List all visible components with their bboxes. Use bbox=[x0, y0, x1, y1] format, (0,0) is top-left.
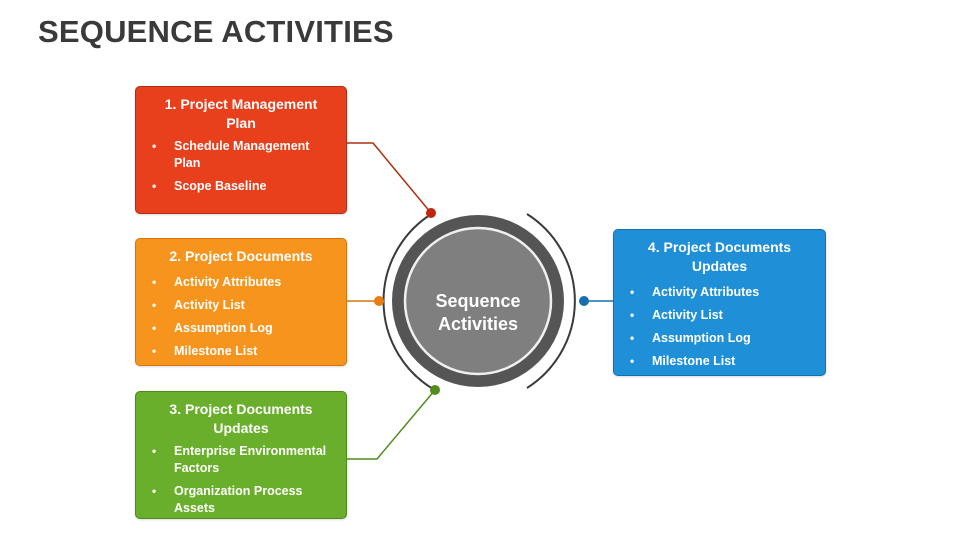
list-item: Activity Attributes bbox=[628, 284, 811, 301]
box-title: 3. Project Documents Updates bbox=[169, 401, 313, 436]
bullet-list: Activity Attributes Activity List Assump… bbox=[150, 274, 332, 360]
box-title: 2. Project Documents bbox=[169, 248, 313, 264]
bullet-list: Activity Attributes Activity List Assump… bbox=[628, 284, 811, 370]
connector-2-dot bbox=[374, 296, 384, 306]
list-item: Milestone List bbox=[628, 353, 811, 370]
center-circle-inner bbox=[403, 226, 553, 376]
list-item: Enterprise Environmental Factors bbox=[150, 443, 332, 477]
bullet-list: Schedule Management Plan Scope Baseline bbox=[150, 138, 332, 195]
list-item: Organization Process Assets bbox=[150, 483, 332, 517]
center-label-line2: Activities bbox=[437, 314, 519, 334]
center-label: Sequence Activities bbox=[408, 243, 548, 383]
box-project-documents-updates-output: 4. Project Documents Updates Activity At… bbox=[613, 229, 826, 376]
box-title: 1. Project Management Plan bbox=[164, 96, 318, 131]
connector-1-dot bbox=[426, 208, 436, 218]
connector-3-dot bbox=[430, 385, 440, 395]
box-project-documents-updates-input: 3. Project Documents Updates Enterprise … bbox=[135, 391, 347, 519]
list-item: Activity List bbox=[628, 307, 811, 324]
right-arc bbox=[526, 213, 576, 389]
box-title: 4. Project Documents Updates bbox=[647, 239, 792, 274]
list-item: Assumption Log bbox=[150, 320, 332, 337]
list-item: Schedule Management Plan bbox=[150, 138, 332, 172]
box-project-documents: 2. Project Documents Activity Attributes… bbox=[135, 238, 347, 366]
connector-1 bbox=[347, 142, 432, 214]
list-item: Activity Attributes bbox=[150, 274, 332, 291]
center-label-line1: Sequence bbox=[435, 291, 521, 311]
list-item: Activity List bbox=[150, 297, 332, 314]
bullet-list: Enterprise Environmental Factors Organiz… bbox=[150, 443, 332, 517]
page-title: SEQUENCE ACTIVITIES bbox=[38, 14, 394, 49]
connector-4-dot bbox=[579, 296, 589, 306]
list-item: Assumption Log bbox=[628, 330, 811, 347]
connector-3 bbox=[347, 389, 436, 460]
list-item: Scope Baseline bbox=[150, 178, 332, 195]
list-item: Milestone List bbox=[150, 343, 332, 360]
box-project-management-plan: 1. Project Management Plan Schedule Mana… bbox=[135, 86, 347, 214]
